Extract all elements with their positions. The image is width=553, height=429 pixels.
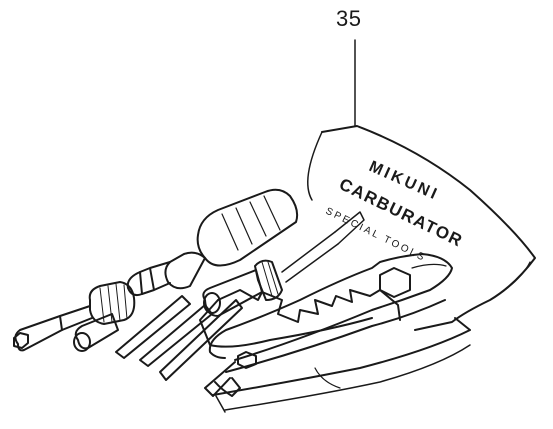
screwdriver-handle-ridges (221, 195, 281, 251)
socket-body (74, 313, 119, 350)
nut-driver-tip (14, 315, 63, 352)
nut-driver-knurl-lines (99, 283, 128, 323)
nut-driver-knurl (88, 281, 136, 325)
socket-mouth (73, 332, 91, 352)
screwdriver-shaft (126, 271, 143, 297)
wrench-plate-lower (225, 299, 446, 373)
small-driver-tip (334, 211, 365, 245)
pouch-bottom-fold (212, 317, 471, 396)
wrench-jaw (214, 377, 241, 397)
small-driver-sleeve (202, 269, 263, 317)
hex-cutout-small (237, 351, 257, 369)
nut-driver-shaft (59, 305, 93, 331)
screwdriver-blade-1 (115, 295, 191, 359)
pouch-base-edge (215, 395, 226, 413)
pouch-back-fold (489, 261, 531, 301)
wrench-plate-edge (204, 361, 236, 397)
hex-cutout-large (379, 267, 411, 298)
callout-number: 35 (336, 6, 362, 31)
nut-driver-tip-hex (13, 332, 29, 349)
pouch-base (224, 344, 471, 411)
pouch-crease (314, 367, 341, 389)
small-driver-knurl (254, 259, 283, 301)
wrench-plate-bevel (411, 263, 447, 269)
small-driver-shaft (281, 231, 339, 283)
screwdriver-blade-3 (159, 299, 243, 381)
wrench-plate (208, 253, 453, 361)
screwdriver-handle (196, 188, 299, 267)
pouch-back-flap (321, 125, 536, 331)
screwdriver-ferrule (164, 251, 206, 290)
screwdriver-neck (139, 261, 171, 295)
small-driver-sleeve-end (203, 292, 221, 314)
pouch-back-flap-inner (307, 131, 323, 201)
small-driver-knurl-lines (261, 261, 279, 297)
